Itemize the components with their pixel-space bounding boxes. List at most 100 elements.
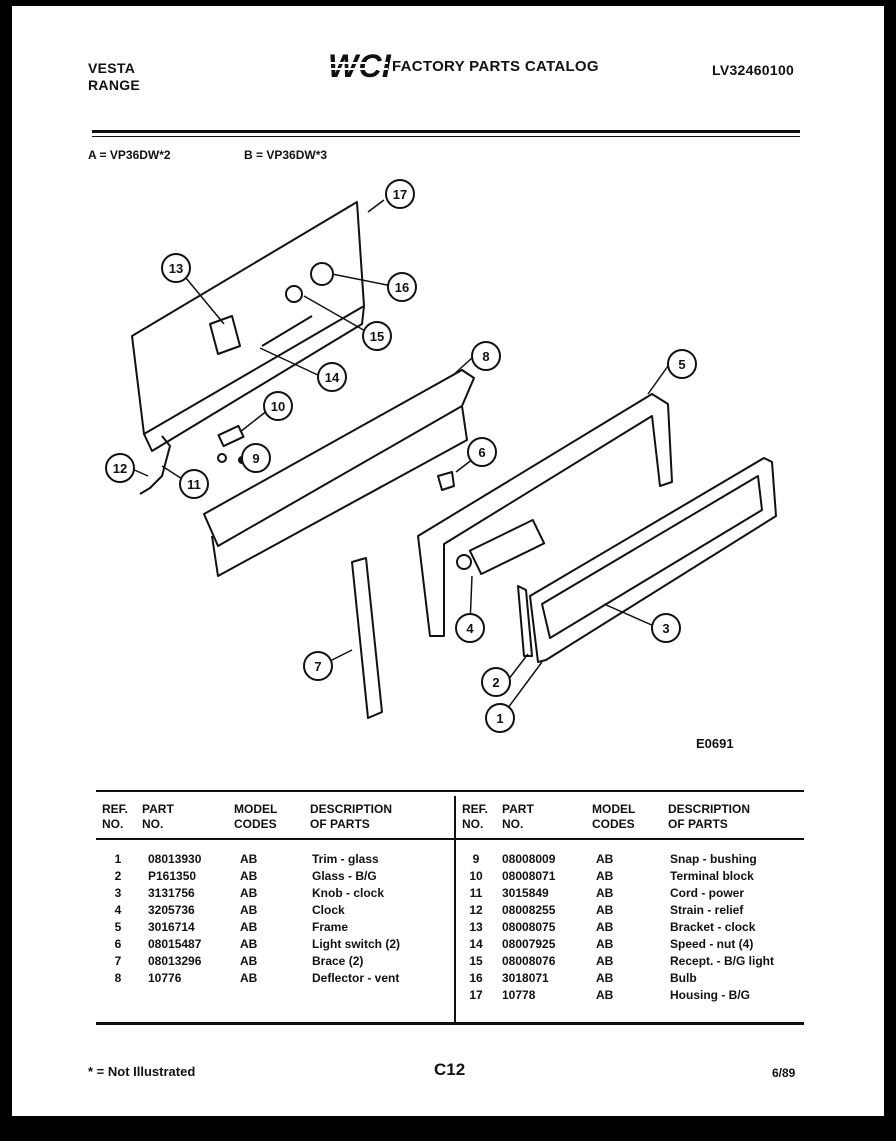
ref-no: 7 (114, 954, 122, 968)
model-codes: AB (596, 954, 614, 968)
part-no: 08015487 (148, 937, 202, 951)
callout-2: 2 (492, 675, 499, 690)
part-no: 08013930 (148, 852, 202, 866)
table-row: 1 08013930 AB Trim - glass (96, 852, 804, 869)
table-row: 6 08015487 AB Light switch (2) (96, 937, 804, 954)
callout-1-circle (485, 703, 515, 733)
callout-2-circle (481, 667, 511, 697)
callout-5-circle (667, 349, 697, 379)
wci-logo-graphic: WCI (328, 48, 392, 84)
part-description: Recept. - B/G light (670, 954, 775, 968)
callout-7-circle (303, 651, 333, 681)
part-no: 08008075 (502, 920, 556, 934)
left-header-desc: DESCRIPTION OF PARTS (310, 802, 393, 831)
callout-9: 9 (252, 451, 259, 466)
back-panel-housing (131, 201, 365, 435)
callout-16-circle (387, 272, 417, 302)
parts-table: REF. NO. PART NO. MODEL CODES DESCRIPTIO… (96, 790, 804, 1026)
wci-logo: WCI (326, 48, 392, 85)
callout-15-circle (362, 321, 392, 351)
figure-code: E0691 (696, 736, 734, 751)
exploded-parts-diagram: 17 13 16 15 14 8 5 10 6 9 11 12 7 4 3 2 … (105, 179, 777, 733)
part-no: 3131756 (148, 886, 195, 900)
callout-17-circle (385, 179, 415, 209)
ref-no: 11 (469, 886, 483, 900)
product-type: RANGE (88, 77, 141, 93)
clock-bracket (209, 315, 241, 355)
part-description: Trim - glass (312, 852, 379, 866)
callout-14-circle (317, 362, 347, 392)
callout-3: 3 (662, 621, 669, 636)
page-number: C12 (434, 1060, 466, 1079)
model-codes: AB (596, 903, 614, 917)
callout-8-circle (471, 341, 501, 371)
part-description: Bulb (670, 971, 697, 985)
clock-shape (468, 518, 546, 576)
model-codes: AB (240, 852, 258, 866)
table-divider (454, 796, 456, 1022)
model-codes: AB (596, 920, 614, 934)
left-header-ref: REF. NO. (102, 802, 129, 831)
part-no: 08008009 (502, 852, 556, 866)
part-no: 3016714 (148, 920, 195, 934)
part-no: 3015849 (502, 886, 549, 900)
ref-no: 1 (114, 852, 122, 866)
part-description: Cord - power (670, 886, 744, 900)
callout-11-circle (179, 469, 209, 499)
model-codes: AB (240, 886, 258, 900)
ref-no: 6 (114, 937, 122, 951)
callout-3-circle (651, 613, 681, 643)
callout-6-circle (467, 437, 497, 467)
ref-no: 15 (469, 954, 483, 968)
ref-no: 13 (469, 920, 483, 934)
part-description: Speed - nut (4) (670, 937, 754, 951)
part-description: Light switch (2) (312, 937, 400, 951)
part-no: 08007925 (502, 937, 556, 951)
callout-9-circle (241, 443, 271, 473)
header-rule (92, 130, 800, 133)
model-codes: AB (596, 886, 614, 900)
catalog-title: FACTORY PARTS CATALOG (392, 58, 599, 75)
right-header-ref: REF. NO. (462, 802, 489, 831)
part-no: 08008076 (502, 954, 556, 968)
callout-4-circle (455, 613, 485, 643)
ref-no: 12 (469, 903, 483, 917)
model-codes: AB (596, 971, 614, 985)
model-codes: AB (240, 937, 258, 951)
part-description: Bracket - clock (670, 920, 756, 934)
model-codes: AB (240, 869, 258, 883)
table-top-rule (96, 790, 804, 792)
callout-4: 4 (466, 621, 474, 636)
brand-block: VESTA RANGE (88, 60, 140, 94)
catalog-code: LV32460100 (712, 62, 795, 78)
callout-11: 11 (187, 477, 201, 492)
part-no: 3205736 (148, 903, 195, 917)
logo-text: WCI (328, 48, 392, 82)
callout-1: 1 (496, 711, 503, 726)
callout-15: 15 (370, 329, 384, 344)
callout-6: 6 (478, 445, 485, 460)
right-header-desc: DESCRIPTION OF PARTS (668, 802, 751, 831)
ref-no: 17 (469, 988, 483, 1002)
part-description: Terminal block (670, 869, 754, 883)
part-no: 08008255 (502, 903, 556, 917)
part-no: 08013296 (148, 954, 202, 968)
part-description: Clock (312, 903, 345, 917)
callout-10-circle (263, 391, 293, 421)
part-no: 3018071 (502, 971, 549, 985)
brand-name: VESTA (88, 60, 136, 76)
left-header-part: PART NO. (142, 802, 174, 831)
page-date: 6/89 (772, 1066, 796, 1080)
callout-17: 17 (393, 187, 407, 202)
callout-10: 10 (271, 399, 285, 414)
callout-7: 7 (314, 659, 321, 674)
part-description: Deflector - vent (312, 971, 400, 985)
part-description: Housing - B/G (670, 988, 750, 1002)
